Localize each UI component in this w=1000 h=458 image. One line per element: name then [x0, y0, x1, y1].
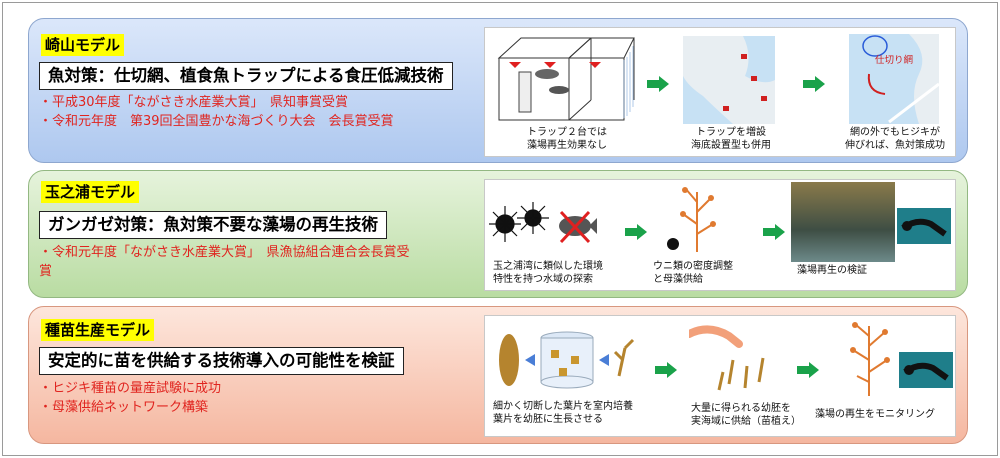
illustration-strip: トラップ２台では藻場再生効果なし トラップを増設海底設置型も併用 [484, 27, 956, 157]
right-arrow-icon [763, 224, 785, 240]
step-caption: ウニ類の密度調整と母藻供給 [653, 260, 733, 286]
net-map-illustration [849, 34, 939, 124]
sakiyama-model-panel: 崎山モデル 魚対策：仕切網、植食魚トラップによる食圧低減技術 ・平成30年度「な… [28, 18, 968, 163]
right-arrow-icon [647, 76, 669, 92]
award-list: ・令和元年度「ながさき水産業大賞」 県漁協組合連合会長賞受 賞 [39, 243, 410, 281]
tamanoura-model-panel: 玉之浦モデル ガンガゼ対策：魚対策不要な藻場の再生技術 ・令和元年度「ながさき水… [28, 170, 968, 298]
fish-trap-illustration [489, 32, 639, 124]
culture-process-illustration [491, 330, 641, 390]
award-item: ・令和元年度「ながさき水産業大賞」 県漁協組合連合会長賞受 [39, 243, 410, 262]
step-caption: 藻場の再生をモニタリング [815, 408, 935, 421]
model-headline: 魚対策：仕切網、植食魚トラップによる食圧低減技術 [39, 62, 453, 90]
right-arrow-icon [797, 362, 819, 378]
step-caption: 大量に得られる幼胚を実海域に供給（苗植え） [691, 402, 801, 428]
model-tag: 玉之浦モデル [41, 181, 139, 203]
diver-icon [899, 352, 953, 388]
model-headline: 安定的に苗を供給する技術導入の可能性を検証 [39, 347, 404, 375]
award-item: ・ヒジキ種苗の量産試験に成功 [39, 379, 221, 398]
award-item: ・令和元年度 第39回全国豊かな海づくり大会 会長賞受賞 [39, 112, 394, 131]
step-caption: トラップを増設海底設置型も併用 [681, 126, 781, 152]
seaweed-illustration [837, 320, 901, 396]
model-tag: 崎山モデル [41, 34, 124, 56]
right-arrow-icon [803, 76, 825, 92]
step-caption: 網の外でもヒジキが伸びれば、魚対策成功 [837, 126, 953, 152]
model-tag: 種苗生産モデル [41, 319, 154, 341]
model-headline: ガンガゼ対策：魚対策不要な藻場の再生技術 [39, 211, 387, 239]
diver-icon [897, 208, 951, 244]
right-arrow-icon [625, 224, 647, 240]
right-arrow-icon [655, 362, 677, 378]
illustration-strip: 細かく切断した葉片を室内培養葉片を幼胚に生長させる 大量に得られる幼胚を実海域に… [484, 315, 956, 437]
urchin-fish-illustration [489, 200, 599, 250]
award-item: ・平成30年度「ながさき水産業大賞」 県知事賞受賞 [39, 93, 394, 112]
seedling-production-model-panel: 種苗生産モデル 安定的に苗を供給する技術導入の可能性を検証 ・ヒジキ種苗の量産試… [28, 306, 968, 444]
step-caption: 玉之浦湾に類似した環境特性を持つ水域の探索 [493, 260, 603, 286]
seaweed-urchin-illustration [657, 182, 737, 254]
award-item: ・母藻供給ネットワーク構築 [39, 398, 221, 417]
step-caption: トラップ２台では藻場再生効果なし [497, 126, 637, 152]
award-list: ・平成30年度「ながさき水産業大賞」 県知事賞受賞 ・令和元年度 第39回全国豊… [39, 93, 394, 131]
planting-illustration [689, 324, 779, 394]
step-caption: 藻場再生の検証 [797, 264, 867, 277]
award-item: 賞 [39, 262, 410, 281]
map-illustration [683, 36, 775, 124]
award-list: ・ヒジキ種苗の量産試験に成功 ・母藻供給ネットワーク構築 [39, 379, 221, 417]
net-label: 仕切り網 [853, 54, 913, 67]
step-caption: 細かく切断した葉片を室内培養葉片を幼胚に生長させる [493, 400, 633, 426]
illustration-strip: 玉之浦湾に類似した環境特性を持つ水域の探索 ウニ類の密度調整と母藻供給 藻場再生… [484, 179, 956, 291]
seaweed-photo [791, 182, 895, 262]
